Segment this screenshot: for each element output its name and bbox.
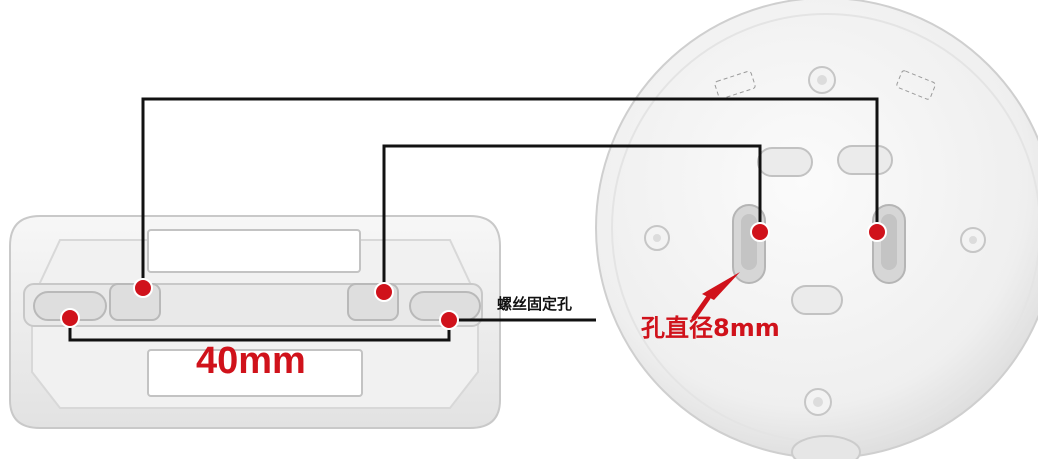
marker-screw-left: [60, 308, 80, 328]
distance-label: 40mm: [196, 340, 306, 382]
marker-screw-right: [439, 310, 459, 330]
marker-plate-right-slot: [374, 282, 394, 302]
pointer-arrow: [691, 272, 740, 321]
marker-keyhole-left: [750, 222, 770, 242]
round-base: [595, 0, 1038, 459]
screw-hole-label: 螺丝固定孔: [497, 295, 573, 313]
marker-keyhole-right: [867, 222, 887, 242]
marker-dots: [60, 222, 887, 330]
hole-diameter-label: 孔直径8mm: [641, 314, 780, 342]
marker-plate-left-slot: [133, 278, 153, 298]
mounting-plate: [9, 215, 501, 429]
